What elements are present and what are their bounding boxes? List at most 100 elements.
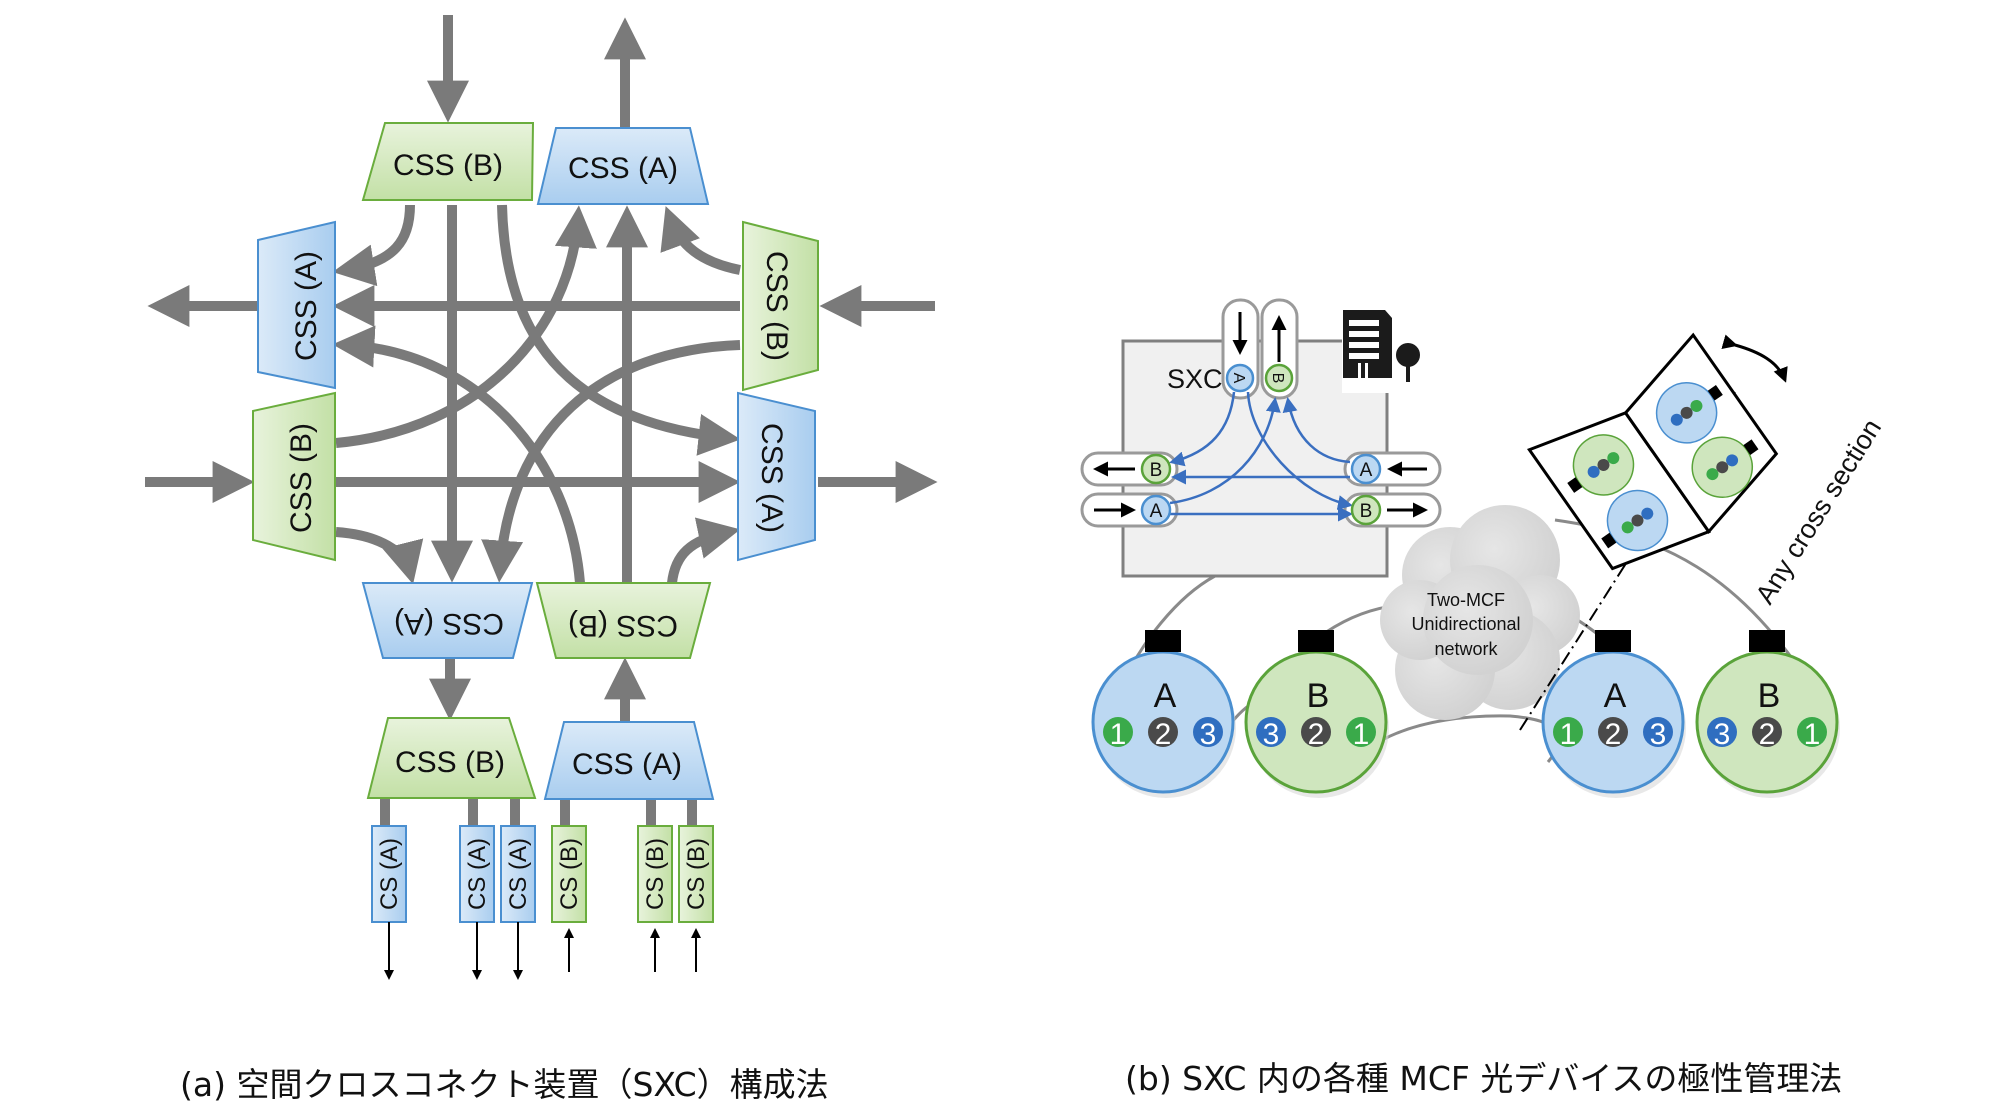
css-top-left-label: CSS (B) xyxy=(393,149,503,182)
css-inner-bottom-right-label: CSS (B) xyxy=(568,609,678,642)
css-left-lower-label: CSS (B) xyxy=(285,423,318,533)
css-bottom-left-label: CSS (B) xyxy=(395,746,505,779)
rotate-arrow-icon xyxy=(1721,334,1788,383)
cloud-line-2: Unidirectional xyxy=(1411,614,1520,634)
cs-block: CS (B) xyxy=(637,825,673,972)
css-inner-bottom-left-label: CSS (A) xyxy=(394,607,504,640)
core-1 xyxy=(1797,717,1827,747)
cs-block-label: CS (B) xyxy=(642,838,669,910)
path-turn-bottom-right xyxy=(667,517,741,584)
core-2 xyxy=(1148,717,1178,747)
fiber-key-marker xyxy=(1595,630,1631,652)
port-right-in-label: A xyxy=(1360,460,1373,481)
port-top-out-label: B xyxy=(1269,373,1286,384)
fiber-key-marker xyxy=(1298,630,1334,652)
cs-block: CS (A) xyxy=(371,825,407,980)
css-left-lower: CSS (B) xyxy=(252,391,336,562)
fiber-label: A xyxy=(1604,677,1627,715)
link-fiber-b-a2 xyxy=(1381,714,1561,763)
core-number: 2 xyxy=(1308,718,1325,751)
css-bottom-right: CSS (A) xyxy=(543,721,715,800)
port-top-in-label: A xyxy=(1230,373,1247,384)
port-right-out xyxy=(1350,494,1382,526)
css-top-right: CSS (A) xyxy=(536,127,710,205)
core-2 xyxy=(1752,717,1782,747)
port-left-out xyxy=(1140,453,1172,485)
core-number: 3 xyxy=(1200,718,1217,751)
css-right-lower: CSS (A) xyxy=(737,391,816,562)
core-number: 1 xyxy=(1353,718,1370,751)
core-number: 2 xyxy=(1605,718,1622,751)
cs-block-label: CS (A) xyxy=(464,838,491,910)
cs-block-label: CS (B) xyxy=(556,838,583,910)
caption-a: (a) 空間クロスコネクト装置（SXC）構成法 xyxy=(180,1065,829,1104)
core-2 xyxy=(1301,717,1331,747)
css-right-lower-label: CSS (A) xyxy=(755,423,788,533)
panel-b-polarity-management: SXC xyxy=(1080,298,1887,798)
port-left-out-label: B xyxy=(1150,460,1163,481)
port-left-in-label: A xyxy=(1150,501,1163,522)
cs-block: CS (A) xyxy=(459,825,495,980)
css-bottom-right-label: CSS (A) xyxy=(572,748,682,781)
cross-section-panel xyxy=(1527,332,1779,571)
cs-block: CS (B) xyxy=(551,825,587,972)
internal-routes xyxy=(1169,391,1353,522)
fiber-label: B xyxy=(1758,677,1781,715)
cs-block-label: CS (A) xyxy=(505,838,532,910)
core-number: 3 xyxy=(1714,718,1731,751)
css-right-upper-label: CSS (B) xyxy=(760,251,793,361)
core-number: 2 xyxy=(1155,718,1172,751)
core-number: 1 xyxy=(1560,718,1577,751)
path-turn-top-left xyxy=(332,204,415,287)
css-top-left: CSS (B) xyxy=(361,122,535,201)
path-bottom-to-left xyxy=(332,325,585,584)
cloud-line-3: network xyxy=(1434,639,1498,659)
css-left-upper: CSS (A) xyxy=(257,220,336,390)
port-circles: A B B A A B xyxy=(1140,363,1382,526)
building-icon xyxy=(1342,308,1422,393)
css-left-upper-label: CSS (A) xyxy=(290,251,323,361)
path-turn-right-top xyxy=(660,206,742,275)
port-right-in xyxy=(1350,453,1382,485)
core-1 xyxy=(1346,717,1376,747)
core-number: 3 xyxy=(1263,718,1280,751)
panel-a-sxc-architecture xyxy=(145,15,938,826)
core-number: 2 xyxy=(1759,718,1776,751)
core-number: 3 xyxy=(1650,718,1667,751)
caption-b: (b) SXC 内の各種 MCF 光デバイスの極性管理法 xyxy=(1125,1059,1843,1098)
css-inner-bottom-left: CSS (A) xyxy=(361,582,534,659)
path-turn-left-bottom xyxy=(335,527,424,585)
cs-blocks: CS (A) CS (A) CS (A) CS (B) CS (B) CS (B) xyxy=(371,825,714,980)
core-3 xyxy=(1193,717,1223,747)
fiber-label: A xyxy=(1154,677,1177,715)
core-1 xyxy=(1553,717,1583,747)
fiber-key-marker xyxy=(1145,630,1181,652)
core-3 xyxy=(1256,717,1286,747)
port-top-in xyxy=(1225,363,1255,393)
port-right-out-label: B xyxy=(1360,501,1373,522)
port-top-out xyxy=(1264,363,1294,393)
css-right-upper: CSS (B) xyxy=(742,220,819,392)
css-bottom-left: CSS (B) xyxy=(366,717,537,799)
cs-block: CS (A) xyxy=(500,825,536,980)
fiber-key-marker xyxy=(1749,630,1785,652)
core-2 xyxy=(1598,717,1628,747)
sxc-label: SXC xyxy=(1167,364,1223,394)
path-top-to-right xyxy=(497,204,741,456)
cs-block: CS (B) xyxy=(678,825,714,972)
core-number: 1 xyxy=(1804,718,1821,751)
core-3 xyxy=(1707,717,1737,747)
core-number: 1 xyxy=(1110,718,1127,751)
path-right-to-bottom xyxy=(481,340,741,583)
css-top-right-label: CSS (A) xyxy=(568,152,678,185)
fiber-label: B xyxy=(1307,677,1330,715)
network-cloud xyxy=(1380,505,1580,720)
core-1 xyxy=(1103,717,1133,747)
path-left-to-top xyxy=(335,205,597,448)
